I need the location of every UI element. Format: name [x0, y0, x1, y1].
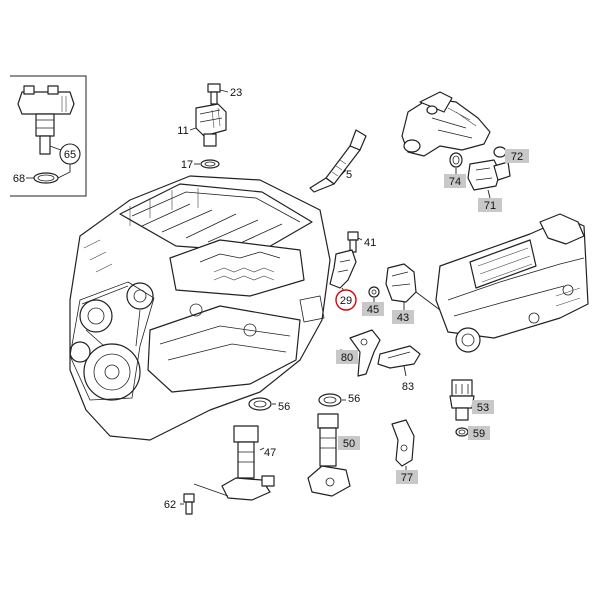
o-ring-part-74: [449, 152, 463, 168]
sensor-part-29[interactable]: [329, 249, 357, 289]
label-box-72: [505, 149, 529, 163]
label-68: 68: [13, 173, 25, 185]
temperature-sensor-part-71[interactable]: [467, 159, 511, 191]
o-ring-part-56-left: [248, 397, 272, 411]
callout-circle-65: [59, 143, 81, 165]
label-77: 77: [401, 472, 413, 484]
label-53: 53: [477, 402, 489, 414]
callout-circle-29: [335, 289, 357, 311]
label-23: 23: [230, 87, 242, 99]
engine-block: [69, 175, 331, 441]
intake-manifold: [435, 213, 589, 353]
thermostat-housing[interactable]: [401, 91, 491, 157]
label-62: 62: [164, 499, 176, 511]
bolt-part-62[interactable]: [183, 493, 195, 515]
injector-part-47[interactable]: [221, 425, 275, 501]
bolt-part-45[interactable]: [368, 286, 380, 298]
o-ring-part-59: [455, 427, 469, 437]
label-17: 17: [181, 159, 193, 171]
o-ring-part-56-right: [318, 393, 342, 407]
label-50: 50: [343, 438, 355, 450]
label-56-left: 56: [278, 401, 290, 413]
label-83: 83: [402, 381, 414, 393]
label-box-59: [468, 426, 490, 440]
bolt-part-41[interactable]: [347, 231, 359, 253]
label-65: 65: [64, 149, 76, 161]
label-box-71: [478, 198, 502, 212]
label-43: 43: [397, 312, 409, 324]
label-11: 11: [177, 125, 188, 137]
plug-part-72: [493, 146, 507, 158]
label-71: 71: [484, 200, 496, 212]
o-ring-part-17: [200, 159, 220, 169]
camshaft-sensor-part-11[interactable]: [195, 103, 227, 147]
label-box-45: [362, 302, 384, 316]
o-ring-part-68: [33, 172, 59, 184]
label-box-43: [392, 310, 414, 324]
label-box-53: [472, 400, 494, 414]
sensor-part-65[interactable]: [17, 85, 75, 155]
label-5: 5: [346, 169, 352, 181]
label-56-right: 56: [348, 393, 360, 405]
label-41: 41: [364, 237, 376, 249]
sensor-part-43[interactable]: [385, 263, 417, 303]
label-45: 45: [367, 304, 379, 316]
label-72: 72: [511, 151, 523, 163]
bolt-part-23[interactable]: [207, 83, 221, 105]
bracket-part-80[interactable]: [349, 329, 381, 377]
injector-part-50[interactable]: [307, 413, 351, 497]
label-box-77: [396, 470, 418, 484]
label-47: 47: [264, 447, 276, 459]
label-box-80: [336, 350, 358, 364]
label-box-50: [338, 436, 360, 450]
glow-plug-part-5[interactable]: [309, 129, 367, 193]
inset-frame: [10, 75, 87, 197]
label-59: 59: [473, 428, 485, 440]
label-box-74: [444, 174, 466, 188]
label-29: 29: [340, 295, 352, 307]
pressure-sensor-part-53[interactable]: [449, 379, 475, 421]
clamp-part-83[interactable]: [377, 345, 421, 369]
label-74: 74: [449, 176, 461, 188]
bracket-part-77[interactable]: [391, 419, 415, 467]
label-80: 80: [341, 352, 353, 364]
